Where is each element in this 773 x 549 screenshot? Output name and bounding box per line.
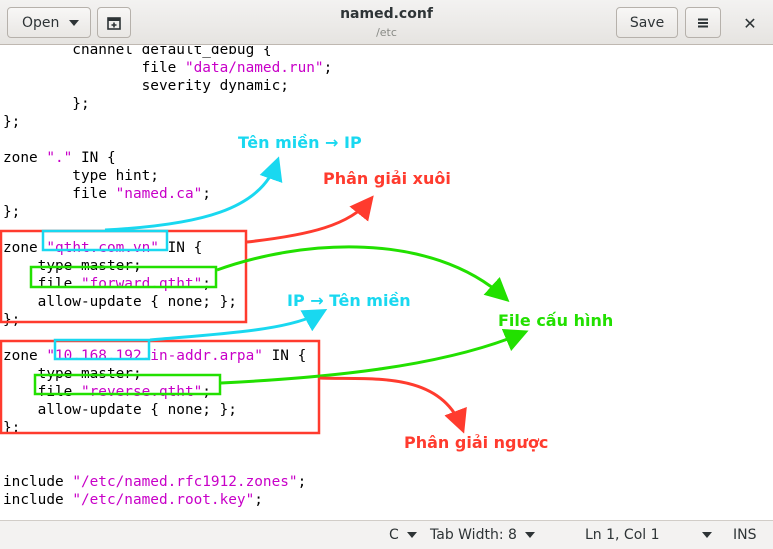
code-line: file "data/named.run"; [3,60,333,76]
label-ip-to-name: IP → Tên miền [287,291,411,310]
code-line: type hint; [3,168,159,184]
chevron-down-icon [701,532,712,538]
insert-mode-label: INS [733,527,757,543]
label-forward-resolution: Phân giải xuôi [323,169,451,188]
cursor-position-selector[interactable]: Ln 1, Col 1 [585,527,712,543]
new-document-icon [107,16,121,30]
code-line: severity dynamic; [3,78,289,94]
label-reverse-resolution: Phân giải ngược [404,433,549,452]
label-config-file: File cấu hình [498,311,614,330]
code-line: type master; [3,258,142,274]
code-line: file "forward.qtht"; [3,276,211,292]
code-line: }; [3,114,21,130]
menu-button[interactable] [685,7,721,38]
cursor-position-label: Ln 1, Col 1 [585,527,660,543]
code-line: zone "qtht.com.vn" IN { [3,240,203,256]
save-button[interactable]: Save [616,7,678,38]
code-line: }; [3,96,90,112]
code-line: }; [3,312,21,328]
tab-width-selector[interactable]: Tab Width: 8 [430,527,535,543]
code-line: file "named.ca"; [3,186,211,202]
hamburger-icon [698,18,708,27]
code-line: type master; [3,366,142,382]
code-line: include "/etc/named.root.key"; [3,492,263,508]
insert-mode-indicator[interactable]: INS [733,527,757,543]
code-line: }; [3,204,21,220]
close-button[interactable]: ✕ [735,8,765,38]
open-button[interactable]: Open [7,7,91,38]
label-name-to-ip: Tên miền → IP [238,133,362,152]
chevron-down-icon [524,532,535,538]
code-line: zone "10.168.192.in-addr.arpa" IN { [3,348,307,364]
chevron-down-icon [406,532,417,538]
code-line: allow-update { none; }; [3,402,237,418]
language-selector[interactable]: C [389,527,417,543]
code-line: zone "." IN { [3,150,116,166]
close-icon: ✕ [743,13,757,33]
open-button-label: Open [22,14,60,31]
tab-width-label: Tab Width: 8 [430,527,517,543]
code-line: allow-update { none; }; [3,294,237,310]
header-bar: Open named.conf /etc Save ✕ [0,0,773,45]
status-bar: C Tab Width: 8 Ln 1, Col 1 INS [0,520,773,549]
code-line: }; [3,420,21,436]
language-label: C [389,527,399,543]
code-line: file "reverse.qtht"; [3,384,211,400]
text-editor[interactable]: channel default_debug { file "data/named… [0,46,773,520]
chevron-down-icon [69,19,80,26]
code-line: include "/etc/named.rfc1912.zones"; [3,474,307,490]
new-document-button[interactable] [97,7,131,38]
code-line: channel default_debug { [3,46,272,58]
